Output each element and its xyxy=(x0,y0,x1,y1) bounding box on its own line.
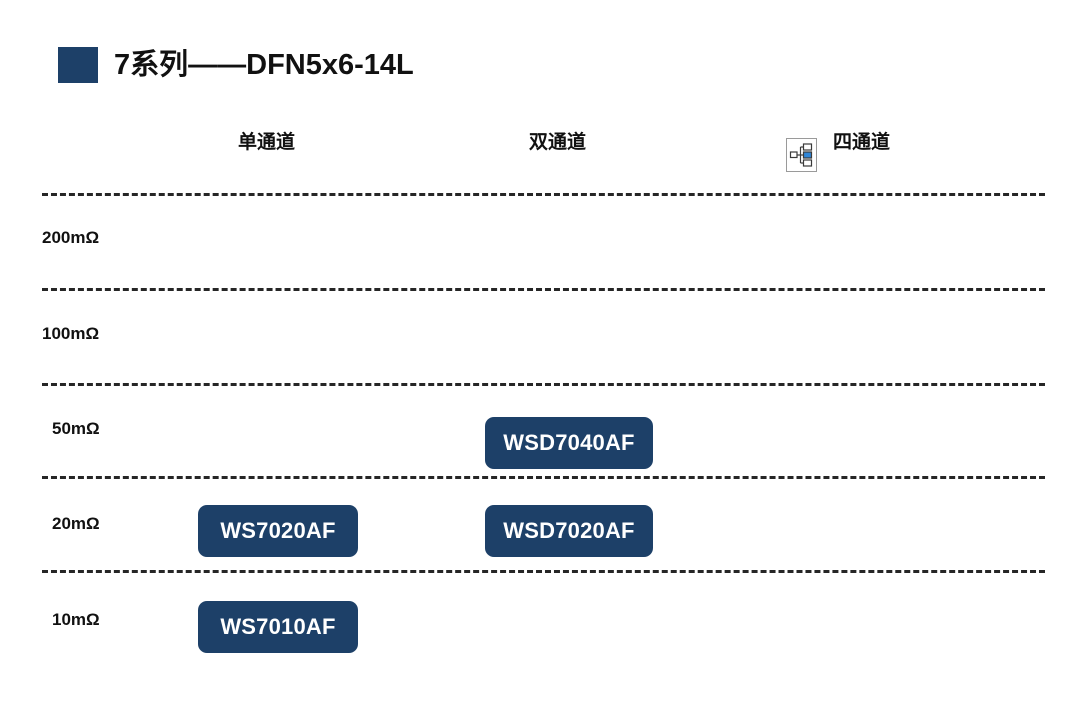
part-chip-wsd7040af[interactable]: WSD7040AF xyxy=(485,417,653,469)
column-header-single-channel: 单通道 xyxy=(238,132,296,153)
row-label-50mohm: 50mΩ xyxy=(52,419,100,438)
row-label-10mohm: 10mΩ xyxy=(52,610,100,629)
column-header-quad-channel: 四通道 xyxy=(833,132,891,153)
part-chip-ws7020af[interactable]: WS7020AF xyxy=(198,505,358,557)
row-divider-2 xyxy=(42,288,1045,291)
part-chip-ws7010af[interactable]: WS7010AF xyxy=(198,601,358,653)
part-chip-wsd7020af[interactable]: WSD7020AF xyxy=(485,505,653,557)
row-label-20mohm: 20mΩ xyxy=(52,514,100,533)
page-title: 7系列——DFN5x6-14L xyxy=(58,44,414,86)
page-title-text: 7系列——DFN5x6-14L xyxy=(114,48,414,81)
row-divider-3 xyxy=(42,383,1045,386)
title-marker-square xyxy=(58,47,98,83)
column-header-dual-channel: 双通道 xyxy=(529,132,587,153)
row-divider-4 xyxy=(42,476,1045,479)
row-label-100mohm: 100mΩ xyxy=(42,324,100,343)
row-divider-1 xyxy=(42,193,1045,196)
row-label-200mohm: 200mΩ xyxy=(42,228,100,247)
hierarchy-chart-icon[interactable] xyxy=(786,138,817,172)
row-divider-5 xyxy=(42,570,1045,573)
